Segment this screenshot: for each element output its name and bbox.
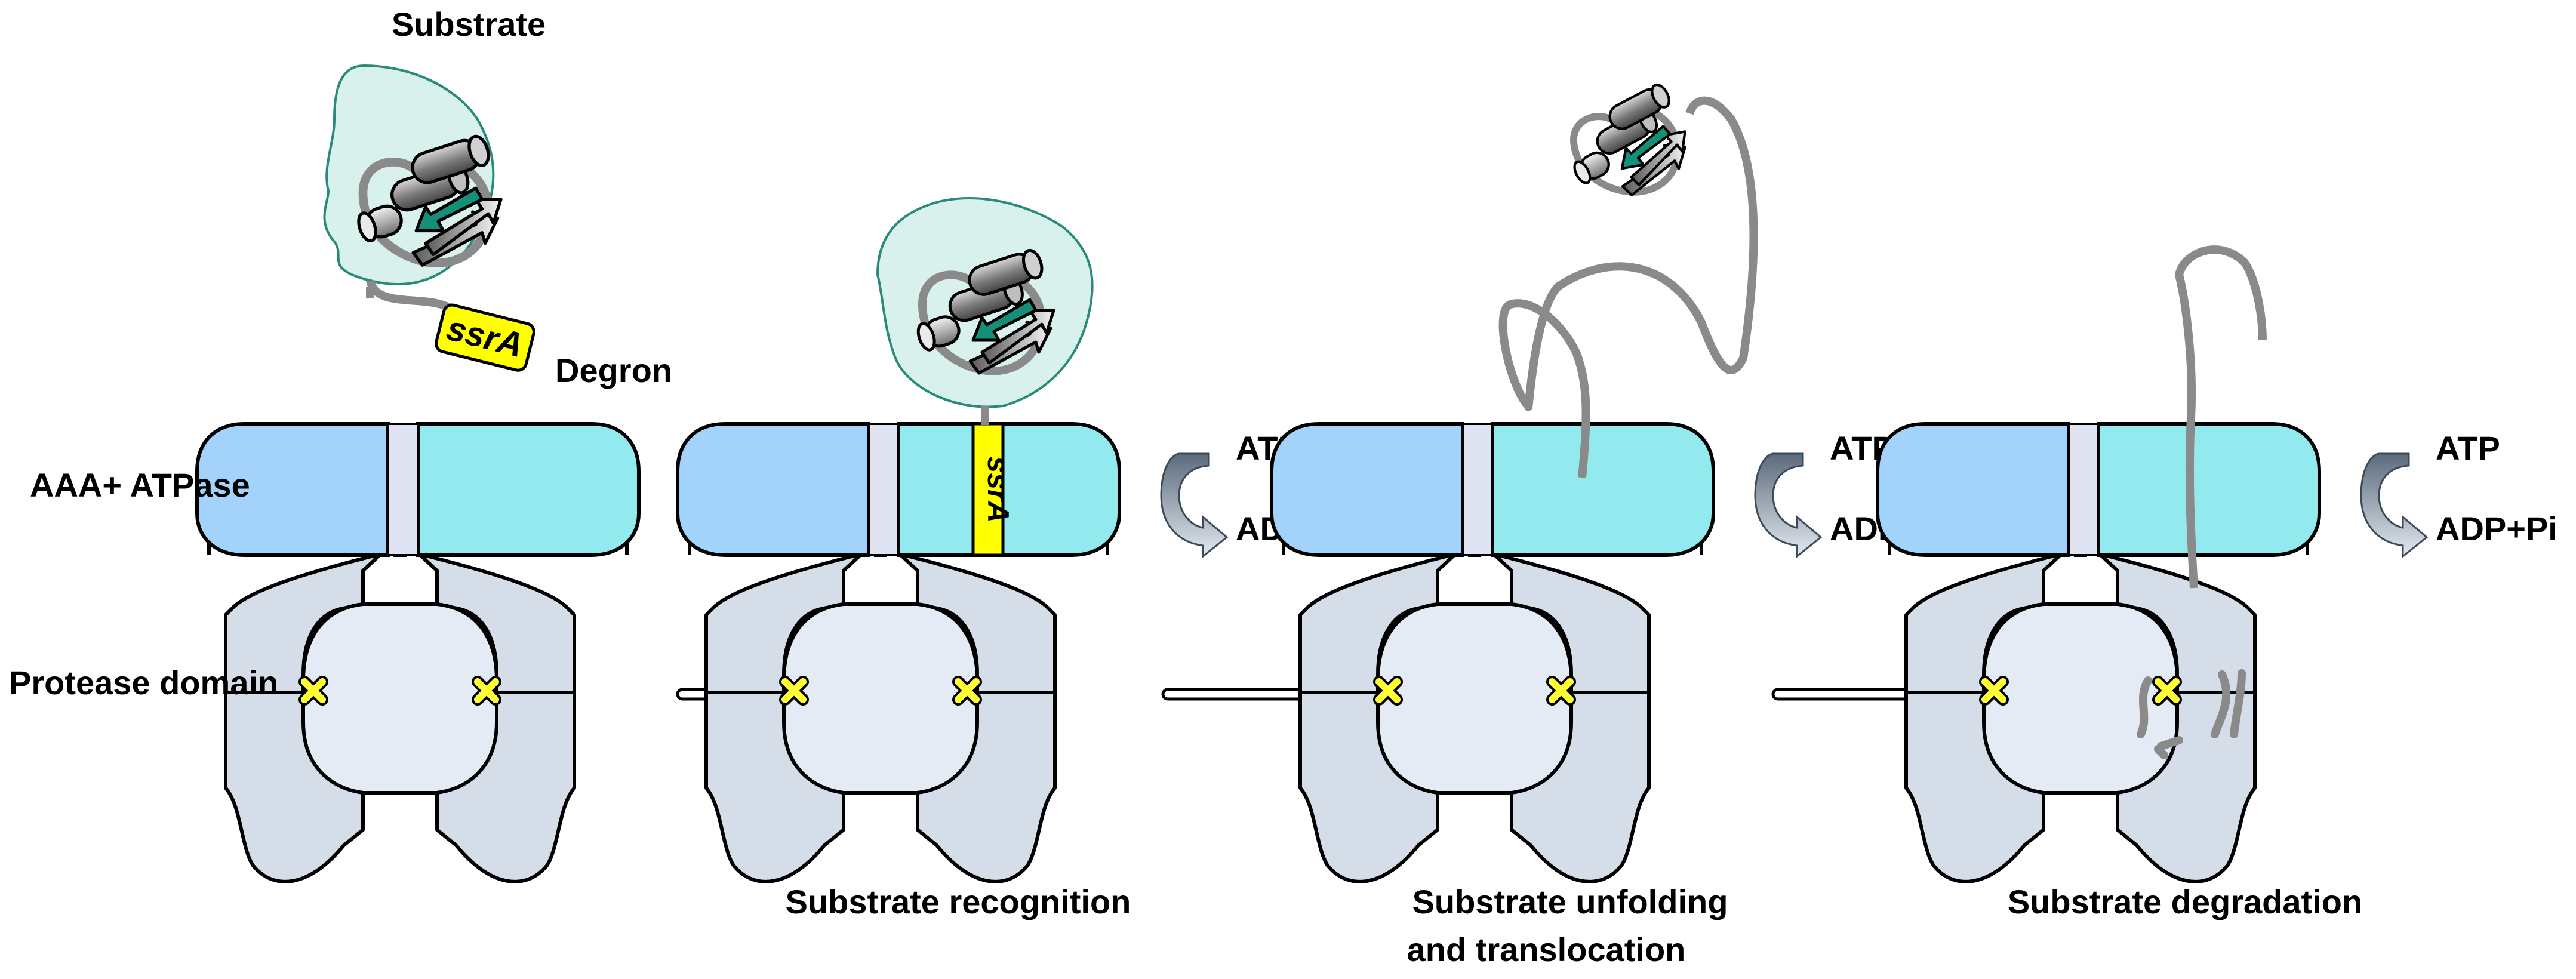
caption-unfolding-line2: and translocation (1407, 931, 1686, 968)
stage-initial: ssrA Substrate Degron AAA+ ATPase Protea… (9, 5, 672, 882)
caption-recognition: Substrate recognition (786, 883, 1131, 920)
stage-degradation: ATP ADP+Pi Substrate degradation (1878, 245, 2557, 920)
stage-unfolding: ATP ADP+Pi Substrate unfolding and trans… (1272, 79, 1952, 968)
atp-cycle-3 (1754, 452, 1822, 558)
stage-recognition: ssrA ATP ADP+Pi Substrate recognition (678, 197, 1358, 920)
caption-unfolding-line1: Substrate unfolding (1412, 883, 1728, 920)
atp-cycle-2 (1160, 452, 1228, 558)
atp-cycle-4 (2360, 452, 2428, 558)
translocating-chain-4 (2174, 245, 2267, 589)
substrate-label: Substrate (392, 5, 546, 43)
unfolded-chain-3 (1498, 96, 1758, 478)
ssra-tag-1: ssrA (435, 303, 535, 372)
atp-label-4: ATP (2436, 429, 2500, 467)
peptide-fragments (2137, 669, 2246, 759)
degron-label: Degron (555, 352, 672, 389)
protease-domain-label: Protease domain (9, 664, 278, 701)
atpase-ring-1 (197, 424, 639, 555)
caption-degradation: Substrate degradation (2008, 883, 2362, 920)
linker-1 (366, 279, 457, 314)
ssra-label-2: ssrA (981, 456, 1015, 522)
aaa-atpase-label: AAA+ ATPase (30, 466, 250, 504)
adp-label-4: ADP+Pi (2436, 510, 2557, 547)
